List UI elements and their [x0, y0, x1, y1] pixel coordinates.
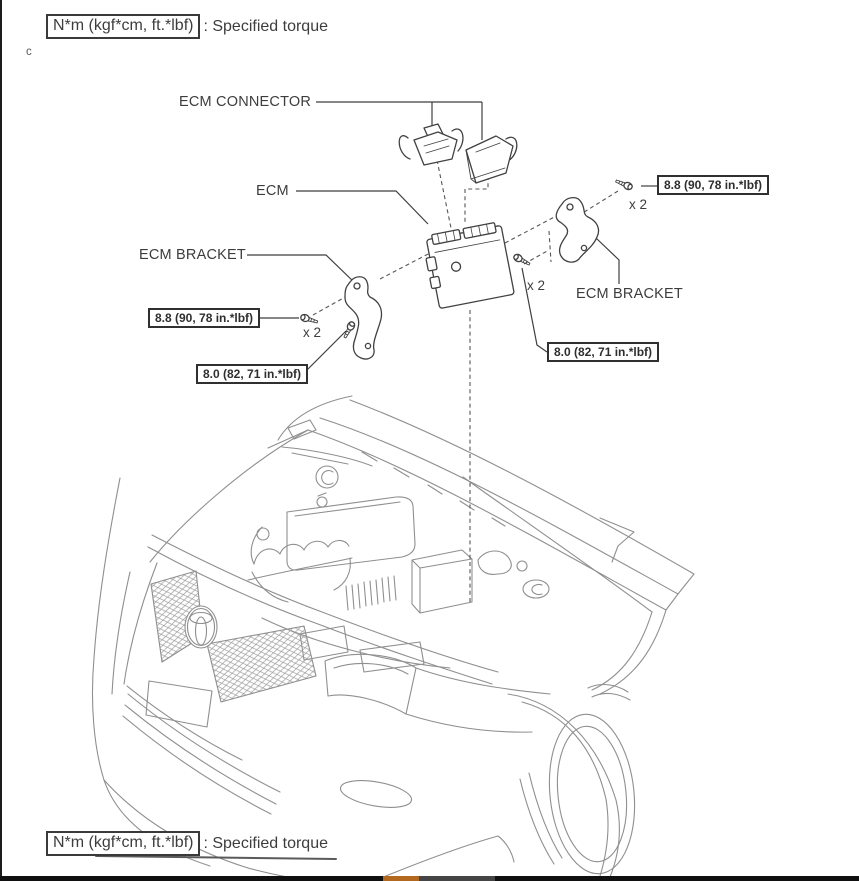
- bolt-icon: [343, 321, 356, 339]
- progress-bar-orange-segment: [383, 876, 419, 881]
- window-left-edge: [0, 0, 2, 881]
- bolt-icon: [615, 179, 633, 191]
- bottom-progress-bar: [0, 876, 859, 881]
- quantity-label-left: x 2: [303, 325, 322, 340]
- bolt-icon: [300, 313, 319, 324]
- torque-legend-bottom: N*m (kgf*cm, ft.*lbf) : Specified torque: [46, 831, 328, 856]
- quantity-label-mid: x 2: [527, 278, 546, 293]
- torque-unit-box: N*m (kgf*cm, ft.*lbf): [46, 831, 201, 856]
- torque-callout-bracket-left: 8.8 (90, 78 in.*lbf): [148, 308, 261, 328]
- torque-unit-box: N*m (kgf*cm, ft.*lbf): [46, 14, 201, 39]
- dashed-guide-lines: [312, 159, 619, 604]
- toyota-emblem: [184, 605, 218, 649]
- label-ecm-connector: ECM CONNECTOR: [179, 94, 312, 110]
- label-ecm-bracket-right: ECM BRACKET: [576, 286, 683, 302]
- torque-legend-text: : Specified torque: [203, 834, 328, 852]
- label-ecm-bracket-left: ECM BRACKET: [139, 247, 246, 263]
- ecm-connector-right-drawing: [465, 135, 518, 184]
- wheel: [507, 683, 636, 878]
- torque-legend-text: : Specified torque: [203, 17, 328, 35]
- torque-callout-bracket-right: 8.8 (90, 78 in.*lbf): [657, 175, 770, 195]
- torque-callout-ecm-left: 8.0 (82, 71 in.*lbf): [196, 364, 309, 384]
- torque-callout-ecm-right: 8.0 (82, 71 in.*lbf): [547, 342, 660, 362]
- progress-bar-gray-segment: [419, 876, 495, 881]
- page-marker: c: [26, 46, 32, 58]
- ecm-bracket-right-drawing: [555, 197, 600, 263]
- ecm-connector-left-drawing: [398, 123, 464, 166]
- ecm-drawing: [425, 222, 515, 309]
- quantity-label-right: x 2: [629, 197, 648, 212]
- ecm-bracket-left-drawing: [344, 276, 383, 360]
- vehicle-illustration: [91, 395, 695, 881]
- headlight: [324, 653, 417, 715]
- label-ecm: ECM: [256, 183, 289, 199]
- torque-legend-top: N*m (kgf*cm, ft.*lbf) : Specified torque: [46, 14, 328, 39]
- bolt-icon: [513, 253, 531, 266]
- leader-lines: [247, 101, 657, 374]
